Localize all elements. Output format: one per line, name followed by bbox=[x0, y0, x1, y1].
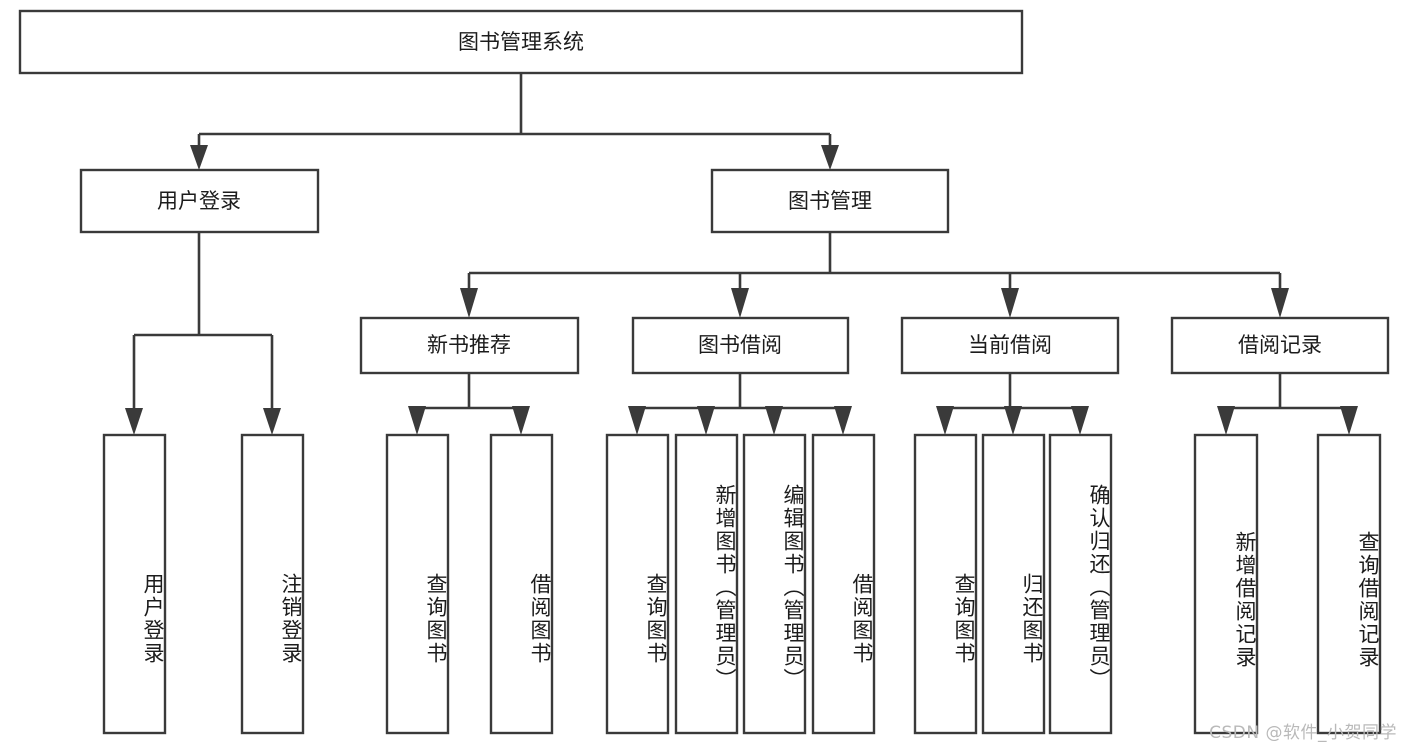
node-leaf-add-book-box[interactable] bbox=[674, 433, 739, 735]
arrow-head-book-borrow bbox=[731, 288, 749, 318]
arrow-head-leaf-return-book bbox=[1004, 406, 1022, 435]
node-book-borrow-box[interactable] bbox=[631, 316, 850, 375]
node-borrow-record-label: 借阅记录 bbox=[1238, 333, 1322, 357]
arrow-head-book-manage bbox=[821, 145, 839, 170]
node-leaf-confirm-return-box[interactable] bbox=[1048, 433, 1113, 735]
node-current-borrow-box[interactable] bbox=[900, 316, 1120, 375]
node-leaf-borrow-book-2-box[interactable] bbox=[811, 433, 876, 735]
node-user-login-label: 用户登录 bbox=[157, 189, 241, 213]
arrow-head-leaf-add-book bbox=[697, 406, 715, 435]
arrow-head-leaf-borrow-book-2 bbox=[834, 406, 852, 435]
node-user-login-box[interactable] bbox=[79, 168, 320, 234]
arrow-head-borrow-record bbox=[1271, 288, 1289, 318]
arrow-head-leaf-confirm-return bbox=[1071, 406, 1089, 435]
arrow-head-leaf-add-record bbox=[1217, 406, 1235, 435]
arrow-head-new-book-recommend bbox=[460, 288, 478, 318]
node-current-borrow[interactable]: 当前借阅 bbox=[900, 316, 1120, 375]
arrow-head-leaf-query-record bbox=[1340, 406, 1358, 435]
node-root-box[interactable] bbox=[18, 9, 1024, 75]
node-book-manage[interactable]: 图书管理 bbox=[710, 168, 950, 234]
arrow-head-leaf-borrow-book-1 bbox=[512, 406, 530, 435]
node-leaf-user-login-box[interactable] bbox=[102, 433, 167, 735]
leaf-box-group bbox=[102, 433, 1382, 735]
node-new-book-recommend[interactable]: 新书推荐 bbox=[359, 316, 580, 375]
node-leaf-borrow-book-1-box[interactable] bbox=[489, 433, 554, 735]
node-leaf-query-book-2-box[interactable] bbox=[605, 433, 670, 735]
node-leaf-edit-book-box[interactable] bbox=[742, 433, 807, 735]
node-root[interactable]: 图书管理系统 bbox=[18, 9, 1024, 75]
node-borrow-record-box[interactable] bbox=[1170, 316, 1390, 375]
node-leaf-query-book-3-box[interactable] bbox=[913, 433, 978, 735]
node-user-login[interactable]: 用户登录 bbox=[79, 168, 320, 234]
arrow-head-leaf-user-logout bbox=[263, 408, 281, 435]
node-leaf-user-logout-box[interactable] bbox=[240, 433, 305, 735]
node-root-label: 图书管理系统 bbox=[458, 30, 584, 54]
arrow-head-current-borrow bbox=[1001, 288, 1019, 318]
arrow-head-leaf-query-book-3 bbox=[936, 406, 954, 435]
node-new-book-recommend-label: 新书推荐 bbox=[427, 333, 511, 357]
connector-group bbox=[125, 73, 1358, 435]
node-leaf-query-record-box[interactable] bbox=[1316, 433, 1382, 735]
arrow-head-leaf-edit-book bbox=[765, 406, 783, 435]
node-leaf-add-record-box[interactable] bbox=[1193, 433, 1259, 735]
arrow-head-leaf-query-book-2 bbox=[628, 406, 646, 435]
node-book-manage-label: 图书管理 bbox=[788, 189, 872, 213]
node-book-borrow[interactable]: 图书借阅 bbox=[631, 316, 850, 375]
node-borrow-record[interactable]: 借阅记录 bbox=[1170, 316, 1390, 375]
node-new-book-recommend-box[interactable] bbox=[359, 316, 580, 375]
node-book-borrow-label: 图书借阅 bbox=[698, 333, 782, 357]
node-leaf-return-book-box[interactable] bbox=[981, 433, 1046, 735]
node-current-borrow-label: 当前借阅 bbox=[968, 333, 1052, 357]
node-book-manage-box[interactable] bbox=[710, 168, 950, 234]
node-leaf-query-book-1-box[interactable] bbox=[385, 433, 450, 735]
arrow-head-leaf-query-book-1 bbox=[408, 406, 426, 435]
arrow-head-leaf-user-login bbox=[125, 408, 143, 435]
arrow-head-user-login bbox=[190, 145, 208, 170]
